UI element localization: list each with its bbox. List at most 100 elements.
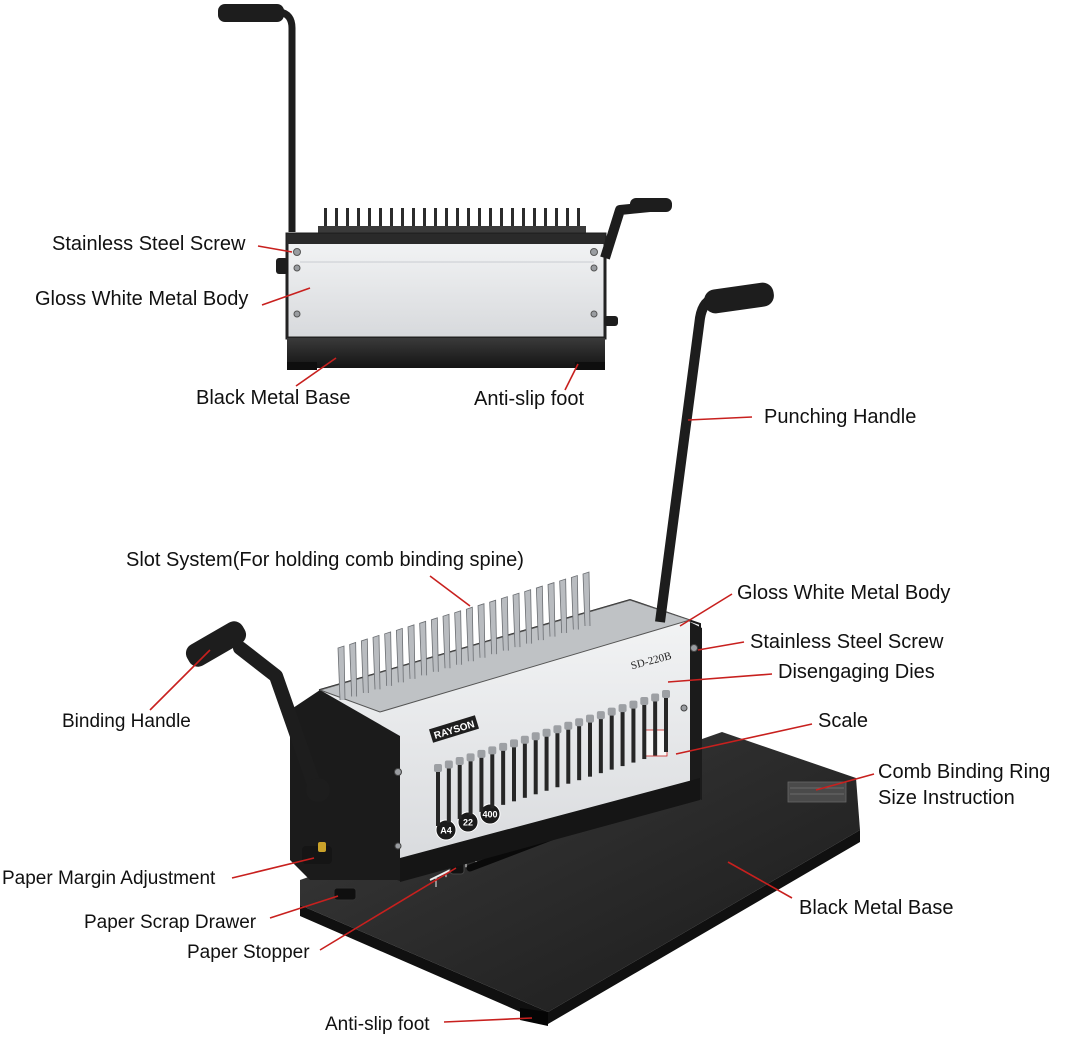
label-punching-handle: Punching Handle bbox=[764, 406, 917, 428]
top-white-body bbox=[285, 232, 607, 340]
top-tooth bbox=[368, 208, 371, 236]
leader-slot-system bbox=[429, 575, 471, 607]
main-punching-handle bbox=[655, 282, 774, 623]
label-stainless-screw: Stainless Steel Screw bbox=[750, 631, 944, 653]
top-tooth bbox=[467, 208, 470, 236]
leader-paper-stopper bbox=[319, 867, 457, 951]
die-tooth bbox=[457, 762, 462, 819]
top-tooth bbox=[423, 208, 426, 236]
die-tooth bbox=[490, 752, 495, 809]
leader-lines bbox=[149, 245, 875, 1023]
leader-scrap-drawer bbox=[269, 895, 339, 919]
label-scrap-drawer: Paper Scrap Drawer bbox=[84, 912, 257, 933]
main-screw-2 bbox=[394, 768, 402, 776]
die-tooth bbox=[555, 731, 560, 788]
leader-dies bbox=[667, 673, 773, 683]
top-tooth bbox=[445, 208, 448, 236]
label-disengaging-dies: Disengaging Dies bbox=[778, 661, 935, 683]
label-top-black-base: Black Metal Base bbox=[196, 387, 351, 409]
label-top-anti-slip: Anti-slip foot bbox=[474, 388, 585, 410]
top-tooth bbox=[566, 208, 569, 236]
die-tooth bbox=[642, 703, 647, 760]
slot-tooth bbox=[570, 574, 579, 630]
die-tooth-tip bbox=[596, 711, 605, 720]
die-tooth bbox=[631, 706, 636, 763]
capacity-badge-text: 22 bbox=[463, 818, 473, 828]
top-screw-2 bbox=[590, 248, 598, 256]
die-tooth-tip bbox=[662, 690, 670, 698]
slot-tooth bbox=[512, 592, 521, 648]
leader-main-base bbox=[727, 861, 793, 899]
die-tooth-tip bbox=[629, 700, 638, 709]
die-tooth bbox=[468, 759, 473, 816]
leader-top-screw bbox=[257, 245, 293, 253]
capacity-badge-text: A4 bbox=[440, 826, 452, 836]
leader-comb-ring bbox=[815, 773, 875, 791]
slot-tooth bbox=[547, 582, 556, 637]
die-tooth-tip bbox=[553, 725, 562, 734]
die-tooth bbox=[620, 710, 625, 767]
die-tooth-tip bbox=[477, 749, 486, 758]
die-tooth bbox=[566, 727, 571, 784]
die-tooth bbox=[609, 713, 614, 770]
die-tooth-tip bbox=[520, 735, 529, 744]
slot-tooth bbox=[477, 603, 486, 658]
main-binding-handle bbox=[185, 621, 330, 802]
leader-paper-margin bbox=[231, 857, 315, 879]
capacity-badge bbox=[435, 819, 457, 841]
label-comb-ring-1: Comb Binding Ring bbox=[878, 761, 1051, 783]
scrap-drawer bbox=[333, 887, 357, 901]
main-black-base bbox=[300, 732, 860, 1012]
die-tooth-tip bbox=[651, 693, 660, 702]
top-screw-1 bbox=[293, 248, 301, 256]
label-scale: Scale bbox=[818, 710, 869, 732]
top-comb-slot-teeth bbox=[318, 208, 586, 236]
label-comb-ring-2: Size Instruction bbox=[878, 787, 1015, 809]
die-tooth bbox=[436, 770, 440, 826]
capacity-badge bbox=[457, 811, 479, 833]
label-black-base: Black Metal Base bbox=[799, 897, 954, 919]
die-tooth-tip bbox=[575, 718, 584, 727]
die-tooth-tip bbox=[640, 697, 649, 706]
label-anti-slip: Anti-slip foot bbox=[325, 1014, 430, 1035]
top-tooth bbox=[346, 208, 349, 236]
die-tooth-tip bbox=[488, 746, 497, 755]
capacity-badge-text: 400 bbox=[482, 810, 497, 820]
slot-tooth bbox=[442, 613, 451, 669]
leader-scale bbox=[675, 723, 813, 755]
top-tooth bbox=[500, 208, 503, 236]
slot-tooth bbox=[582, 571, 591, 627]
top-tooth bbox=[577, 208, 580, 236]
top-tooth bbox=[412, 208, 415, 236]
label-paper-margin: Paper Margin Adjustment bbox=[2, 868, 216, 889]
die-tooth-tip bbox=[455, 756, 464, 765]
slot-tooth bbox=[372, 634, 381, 690]
die-tooth-tip bbox=[607, 707, 616, 716]
slot-tooth bbox=[384, 631, 393, 686]
slot-tooth bbox=[430, 617, 439, 672]
slot-tooth bbox=[454, 610, 463, 665]
die-tooth-tip bbox=[618, 704, 627, 713]
leader-top-body bbox=[261, 287, 311, 306]
top-binding-handle bbox=[600, 198, 672, 260]
slot-tooth bbox=[407, 624, 416, 679]
die-tooth bbox=[544, 734, 549, 791]
top-tooth bbox=[456, 208, 459, 236]
main-side-panel bbox=[290, 690, 400, 880]
die-tooth-tip bbox=[466, 753, 475, 762]
slot-tooth bbox=[559, 578, 568, 634]
capacity-badge bbox=[479, 803, 501, 825]
die-tooth bbox=[653, 699, 658, 756]
die-tooth-tip bbox=[510, 739, 518, 748]
top-punching-handle bbox=[218, 4, 296, 232]
die-tooth bbox=[664, 696, 668, 752]
die-tooth-tip bbox=[444, 760, 453, 769]
die-tooth bbox=[522, 741, 527, 798]
top-tooth bbox=[390, 208, 393, 236]
slot-tooth bbox=[337, 645, 346, 701]
top-tooth bbox=[357, 208, 360, 236]
slot-tooth bbox=[395, 627, 404, 683]
